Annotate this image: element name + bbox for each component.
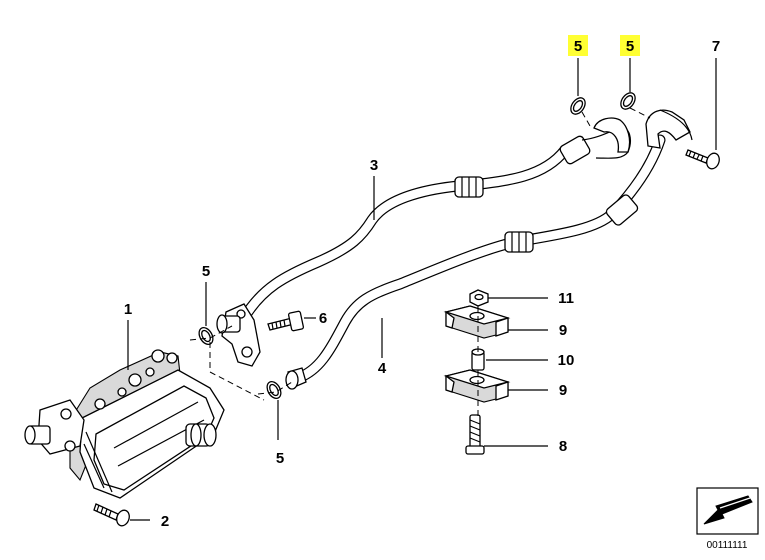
nut-11 (469, 289, 489, 307)
bolt-8 (465, 414, 485, 455)
callout-2[interactable]: 2 (161, 513, 169, 530)
hose-3 (238, 117, 631, 324)
bolt-2 (93, 503, 130, 527)
flange-fitting (216, 303, 261, 367)
callout-highlight-5-b (620, 35, 640, 56)
callout-5-c[interactable]: 5 (202, 263, 210, 280)
sleeve-10 (471, 348, 485, 371)
orientation-arrow-icon (703, 495, 753, 525)
orientation-box: 00111111 (696, 487, 759, 551)
callout-1[interactable]: 1 (124, 301, 132, 318)
callout-highlight-5-a (568, 35, 588, 56)
bolt-7 (685, 149, 720, 170)
callout-5-b[interactable]: 5 (626, 38, 634, 55)
bolt-6 (267, 310, 305, 332)
clamp-upper-9 (443, 305, 511, 339)
callout-10[interactable]: 10 (558, 352, 575, 369)
callout-5-a[interactable]: 5 (574, 38, 582, 55)
o-ring-top-1 (570, 97, 586, 115)
callout-5-d[interactable]: 5 (276, 450, 284, 467)
callout-9-a[interactable]: 9 (559, 322, 567, 339)
callout-8[interactable]: 8 (559, 438, 567, 455)
callout-9-b[interactable]: 9 (559, 382, 567, 399)
clamp-lower-9 (443, 369, 511, 403)
o-ring-lower (266, 380, 282, 400)
callout-4[interactable]: 4 (378, 360, 387, 377)
o-ring-top-2 (620, 92, 636, 110)
callout-labels: 5 5 7 3 5 1 6 4 11 9 10 9 5 8 2 (124, 35, 720, 530)
leader-lines (127, 58, 717, 521)
callout-6[interactable]: 6 (319, 310, 327, 327)
callout-11[interactable]: 11 (558, 290, 574, 307)
hose-4 (285, 109, 693, 390)
diagram-code: 00111111 (707, 540, 748, 551)
callout-7[interactable]: 7 (712, 38, 720, 55)
callout-3[interactable]: 3 (370, 157, 378, 174)
oil-cooler (24, 349, 225, 499)
